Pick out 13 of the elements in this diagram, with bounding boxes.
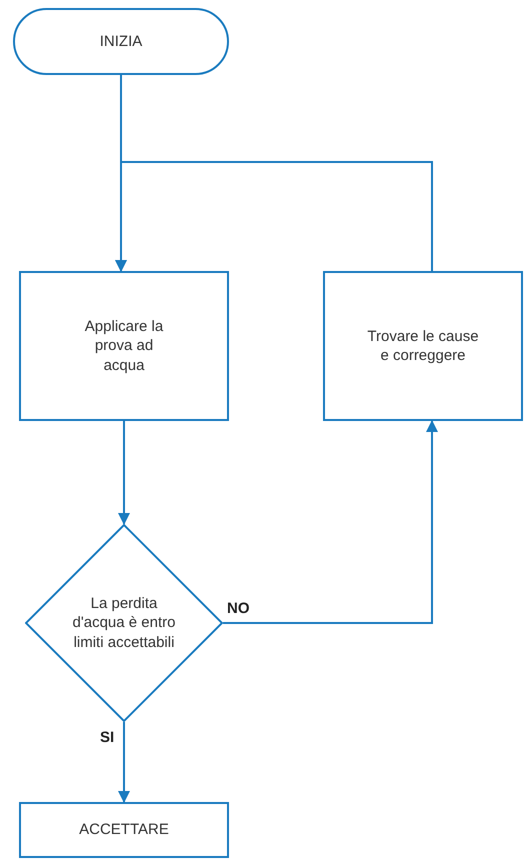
node-label: La perdita d'acqua è entro limiti accettabili (72, 594, 176, 652)
arrow (118, 421, 130, 525)
node-label: ACCETTARE (79, 820, 169, 840)
arrow (223, 420, 438, 624)
decision-node (25, 524, 223, 722)
process-box (19, 802, 229, 858)
node-label: Trovare le cause e correggere (366, 326, 480, 366)
process-box (19, 271, 229, 421)
node-label: INIZIA (100, 32, 142, 52)
process-box (323, 271, 523, 421)
arrow (118, 722, 130, 803)
arrow (115, 161, 433, 272)
node-label: Applicare la prova ad acqua (84, 316, 164, 376)
